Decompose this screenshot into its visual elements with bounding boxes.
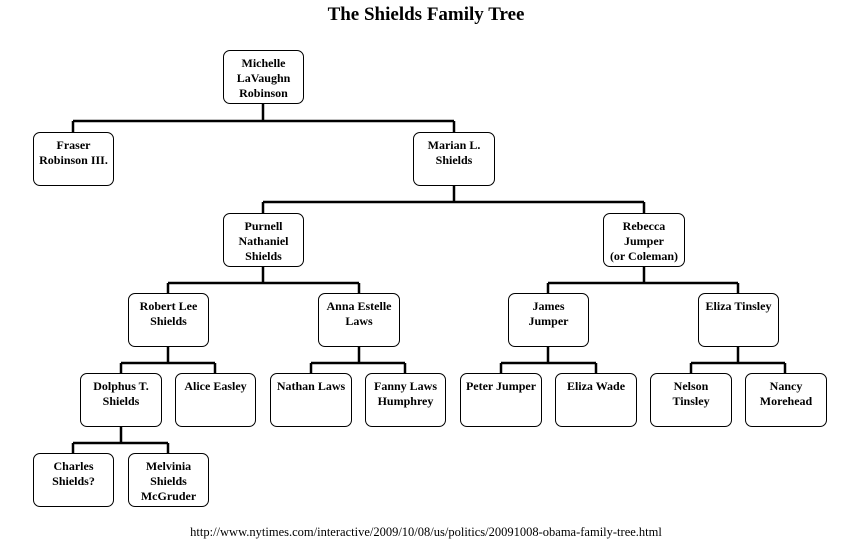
connector-robert <box>119 346 217 373</box>
node-label: Alice Easley <box>184 379 247 393</box>
node-charles: Charles Shields? <box>33 453 114 507</box>
node-label: Dolphus T. Shields <box>93 379 149 408</box>
connector-michelle <box>71 104 456 132</box>
node-label: Purnell Nathaniel Shields <box>238 219 289 263</box>
node-label: Rebecca Jumper (or Coleman) <box>609 219 679 263</box>
node-label: Fraser Robinson III. <box>39 138 108 167</box>
node-label: Nancy Morehead <box>759 379 813 408</box>
node-label: Michelle LaVaughn Robinson <box>236 56 291 100</box>
connector-purnell <box>166 266 361 293</box>
node-eliza-tinsley: Eliza Tinsley <box>698 293 779 347</box>
connector-james <box>499 346 598 373</box>
node-label: James Jumper <box>528 299 569 328</box>
connector-dolphus <box>71 426 170 453</box>
node-label: Charles Shields? <box>52 459 95 488</box>
node-dolphus: Dolphus T. Shields <box>80 373 162 427</box>
node-anna: Anna Estelle Laws <box>318 293 400 347</box>
node-alice: Alice Easley <box>175 373 256 427</box>
node-robert: Robert Lee Shields <box>128 293 209 347</box>
node-label: Melvinia Shields McGruder <box>140 459 197 503</box>
node-nelson: Nelson Tinsley <box>650 373 732 427</box>
node-label: Marian L. Shields <box>427 138 481 167</box>
node-rebecca: Rebecca Jumper (or Coleman) <box>603 213 685 267</box>
node-james: James Jumper <box>508 293 589 347</box>
node-nancy: Nancy Morehead <box>745 373 827 427</box>
node-melvinia: Melvinia Shields McGruder <box>128 453 209 507</box>
node-label: Robert Lee Shields <box>139 299 198 328</box>
node-label: Fanny Laws Humphrey <box>373 379 438 408</box>
node-label: Peter Jumper <box>465 379 537 393</box>
node-label: Anna Estelle Laws <box>326 299 392 328</box>
diagram-title: The Shields Family Tree <box>327 4 525 25</box>
source-url: http://www.nytimes.com/interactive/2009/… <box>190 525 662 539</box>
node-fanny: Fanny Laws Humphrey <box>365 373 446 427</box>
node-label: Nathan Laws <box>276 379 346 393</box>
node-fraser: Fraser Robinson III. <box>33 132 114 186</box>
node-michelle: Michelle LaVaughn Robinson <box>223 50 304 104</box>
node-label: Nelson Tinsley <box>672 379 710 408</box>
node-label: Eliza Wade <box>566 379 626 393</box>
connector-rebecca <box>546 266 740 293</box>
node-peter: Peter Jumper <box>460 373 542 427</box>
connector-anna <box>309 346 407 373</box>
node-marian: Marian L. Shields <box>413 132 495 186</box>
connector-marian <box>261 185 646 213</box>
node-purnell: Purnell Nathaniel Shields <box>223 213 304 267</box>
node-label: Eliza Tinsley <box>705 299 772 313</box>
node-nathan: Nathan Laws <box>270 373 352 427</box>
connector-eliza-tinsley <box>689 346 787 373</box>
node-eliza-wade: Eliza Wade <box>555 373 637 427</box>
